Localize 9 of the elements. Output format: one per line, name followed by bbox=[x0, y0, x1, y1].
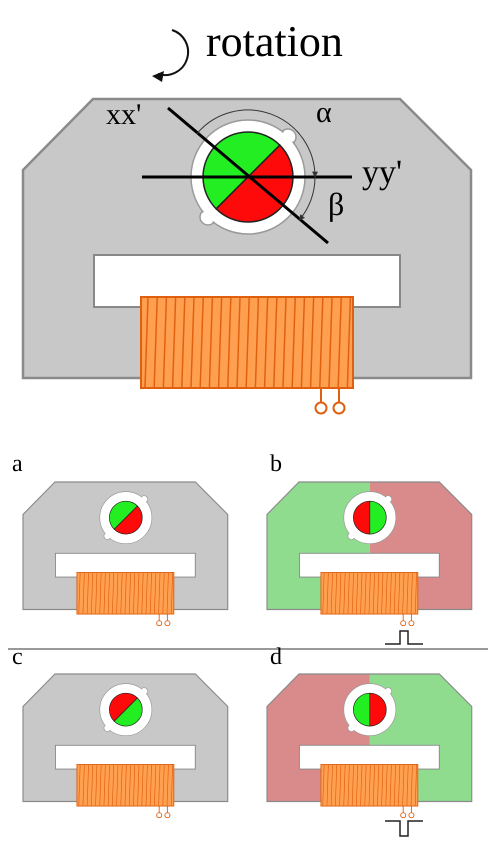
panel-letter: b bbox=[270, 452, 282, 476]
axis-label: xx' bbox=[106, 100, 142, 130]
caption-text: rotation bbox=[206, 20, 343, 64]
panel-letter: d bbox=[270, 645, 282, 669]
axis-label: yy' bbox=[362, 156, 402, 190]
panel-letter: c bbox=[12, 645, 23, 669]
axis-label: β bbox=[328, 188, 344, 220]
axis-label: α bbox=[316, 98, 332, 128]
panel-letter: a bbox=[12, 452, 23, 476]
